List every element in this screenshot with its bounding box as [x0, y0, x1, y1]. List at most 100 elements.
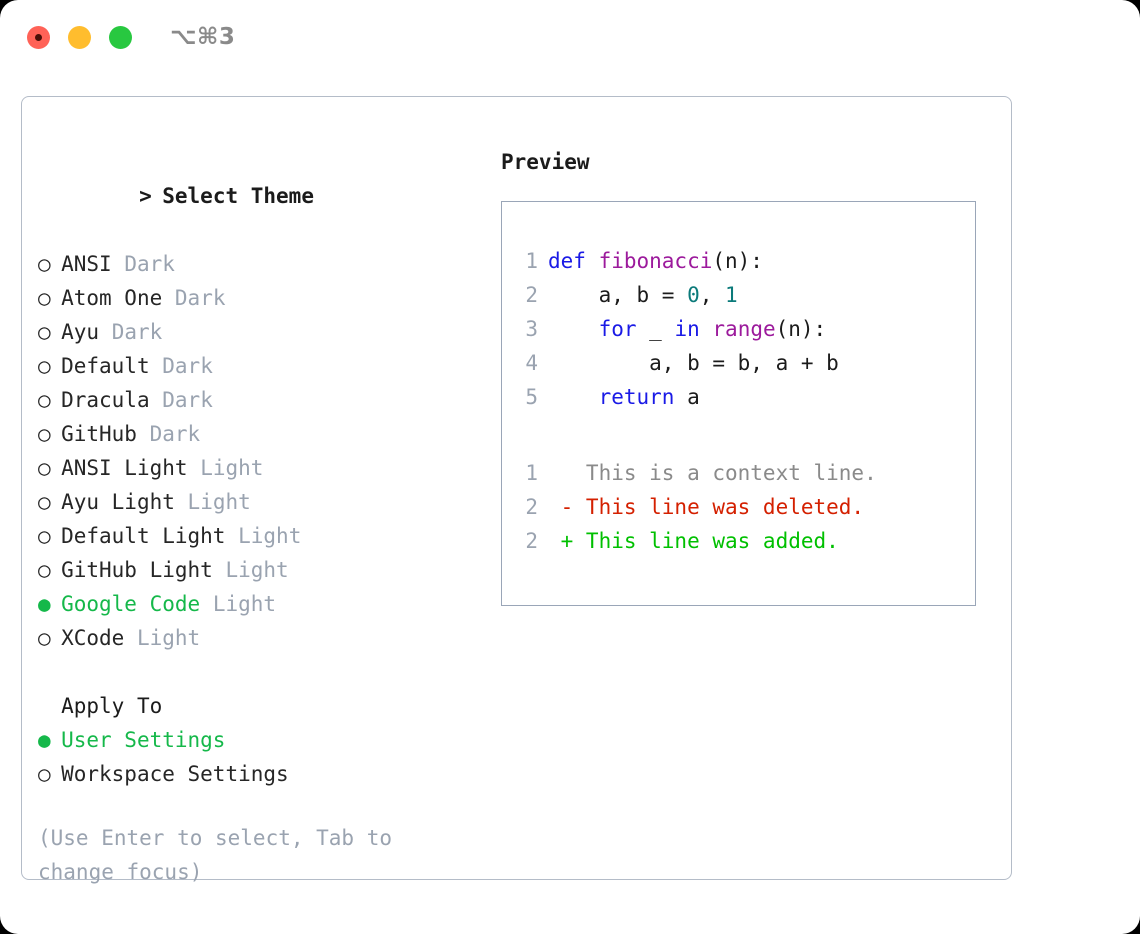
- radio-unselected-icon: ○: [38, 388, 51, 412]
- window-title-shortcut: ⌥⌘3: [170, 24, 236, 50]
- theme-option-label: Google Code: [61, 592, 201, 616]
- theme-option-label: ANSI Light: [61, 456, 188, 480]
- apply-to-option-label: User Settings: [61, 728, 226, 752]
- theme-option-ayu-light[interactable]: ○Ayu Light Light: [38, 485, 478, 519]
- radio-unselected-icon: ○: [38, 320, 51, 344]
- theme-option-github-light[interactable]: ○ GitHub Light Light: [38, 553, 478, 587]
- theme-option-tag: Dark: [162, 388, 213, 412]
- code-token-plain: a, b =: [548, 283, 688, 307]
- theme-option-ansi[interactable]: ○ANSI Dark: [38, 247, 478, 281]
- theme-option-tag: Light: [200, 456, 264, 480]
- code-line-number: 4: [525, 351, 538, 375]
- apply-to-option-user-settings[interactable]: ● User Settings: [38, 723, 478, 757]
- code-token-plain: [548, 385, 599, 409]
- code-line: 3 for _ in range(n):: [502, 312, 975, 346]
- diff-sample: 1 This is a context line.2 - This line w…: [502, 456, 975, 558]
- diff-line-text: This is a context line.: [548, 461, 877, 485]
- radio-unselected-icon: ○: [38, 252, 51, 276]
- code-token-plain: (n):: [775, 317, 827, 341]
- theme-option-atom-one[interactable]: ○ Atom One Dark: [38, 281, 478, 315]
- code-token-kw: def: [548, 249, 599, 273]
- theme-option-tag: Dark: [124, 252, 175, 276]
- theme-option-tag: Dark: [174, 286, 226, 310]
- diff-line-ctx: 1 This is a context line.: [502, 456, 975, 490]
- theme-option-tag: Light: [212, 592, 277, 616]
- code-token-plain: [700, 317, 713, 341]
- diff-line-number: 2: [525, 529, 538, 553]
- theme-option-dracula[interactable]: ○ Dracula Dark: [38, 383, 478, 417]
- code-line-number: 2: [525, 283, 538, 307]
- theme-option-xcode[interactable]: ○ XCode Light: [38, 621, 478, 655]
- code-line-text: for _ in range(n):: [548, 312, 827, 346]
- radio-unselected-icon: ○: [38, 490, 51, 514]
- code-line: 4 a, b = b, a + b: [502, 346, 975, 380]
- theme-option-google-code[interactable]: ●Google Code Light: [38, 587, 478, 621]
- theme-option-label: Default Light: [61, 524, 226, 548]
- radio-unselected-icon: ○: [38, 456, 51, 480]
- apply-to-option-workspace-settings[interactable]: ○ Workspace Settings: [38, 757, 478, 791]
- apply-to-option-list: ● User Settings ○ Workspace Settings: [38, 723, 478, 791]
- code-token-fn: range: [712, 317, 776, 341]
- theme-option-label: GitHub Light: [61, 558, 213, 582]
- code-token-kw: in: [674, 317, 700, 341]
- code-line-number: 1: [525, 249, 538, 273]
- code-token-plain: a: [674, 385, 700, 409]
- theme-option-ayu[interactable]: ○Ayu Dark: [38, 315, 478, 349]
- theme-option-label: GitHub: [61, 422, 137, 446]
- diff-line-number: 2: [525, 495, 538, 519]
- code-token-plain: [548, 317, 599, 341]
- diff-line-add: 2 + This line was added.: [502, 524, 975, 558]
- select-theme-heading: >Select Theme: [38, 145, 478, 247]
- radio-selected-icon: ●: [38, 728, 51, 752]
- radio-unselected-icon: ○: [38, 762, 51, 786]
- code-line: 5 return a: [502, 380, 975, 414]
- theme-option-label: Ayu: [61, 320, 100, 344]
- code-token-num: 1: [725, 283, 738, 307]
- radio-unselected-icon: ○: [38, 286, 51, 310]
- theme-option-ansi-light[interactable]: ○ ANSI Light Light: [38, 451, 478, 485]
- radio-unselected-icon: ○: [38, 524, 51, 548]
- code-token-plain: _: [636, 317, 675, 341]
- diff-line-del: 2 - This line was deleted.: [502, 490, 975, 524]
- theme-option-tag: Dark: [149, 422, 201, 446]
- theme-selector-panel: >Select Theme ○ANSI Dark○Atom One Dark○A…: [21, 96, 1012, 884]
- theme-option-label: XCode: [61, 626, 125, 650]
- code-line-text: return a: [548, 380, 700, 414]
- theme-option-default-light[interactable]: ○ Default Light Light: [38, 519, 478, 553]
- list-spacer: [38, 655, 478, 689]
- theme-option-tag: Light: [225, 558, 289, 582]
- code-line-number: 5: [525, 385, 538, 409]
- theme-list-column: >Select Theme ○ANSI Dark○Atom One Dark○A…: [38, 145, 478, 889]
- apply-to-option-label: Workspace Settings: [61, 762, 289, 786]
- code-token-plain: ,: [699, 283, 726, 307]
- theme-option-default[interactable]: ○Default Dark: [38, 349, 478, 383]
- theme-option-github[interactable]: ○ GitHub Dark: [38, 417, 478, 451]
- close-window-button[interactable]: [27, 26, 50, 49]
- theme-option-list: ○ANSI Dark○Atom One Dark○Ayu Dark○Defaul…: [38, 247, 478, 655]
- code-line-text: a, b = 0, 1: [548, 278, 738, 312]
- title-bar: ⌥⌘3: [0, 0, 1140, 78]
- diff-line-text: + This line was added.: [548, 529, 839, 553]
- theme-option-tag: Light: [136, 626, 201, 650]
- maximize-window-button[interactable]: [109, 26, 132, 49]
- radio-unselected-icon: ○: [38, 626, 51, 650]
- minimize-window-button[interactable]: [68, 26, 91, 49]
- code-token-plain: (n):: [712, 249, 763, 273]
- radio-unselected-icon: ○: [38, 422, 51, 446]
- apply-to-heading: Apply To: [61, 694, 163, 718]
- keyboard-hint-text: (Use Enter to select, Tab to change focu…: [38, 826, 405, 884]
- code-token-kw: return: [598, 385, 675, 409]
- code-line-text: a, b = b, a + b: [548, 346, 839, 380]
- code-diff-gap: [502, 414, 975, 456]
- code-token-kw: for: [598, 317, 637, 341]
- theme-option-label: Atom One: [61, 286, 163, 310]
- heading-marker: >: [139, 184, 152, 208]
- theme-option-label: Dracula: [61, 388, 150, 412]
- theme-option-tag: Light: [238, 524, 302, 548]
- radio-unselected-icon: ○: [38, 558, 51, 582]
- diff-line-number: 1: [525, 461, 538, 485]
- diff-line-text: - This line was deleted.: [548, 495, 865, 519]
